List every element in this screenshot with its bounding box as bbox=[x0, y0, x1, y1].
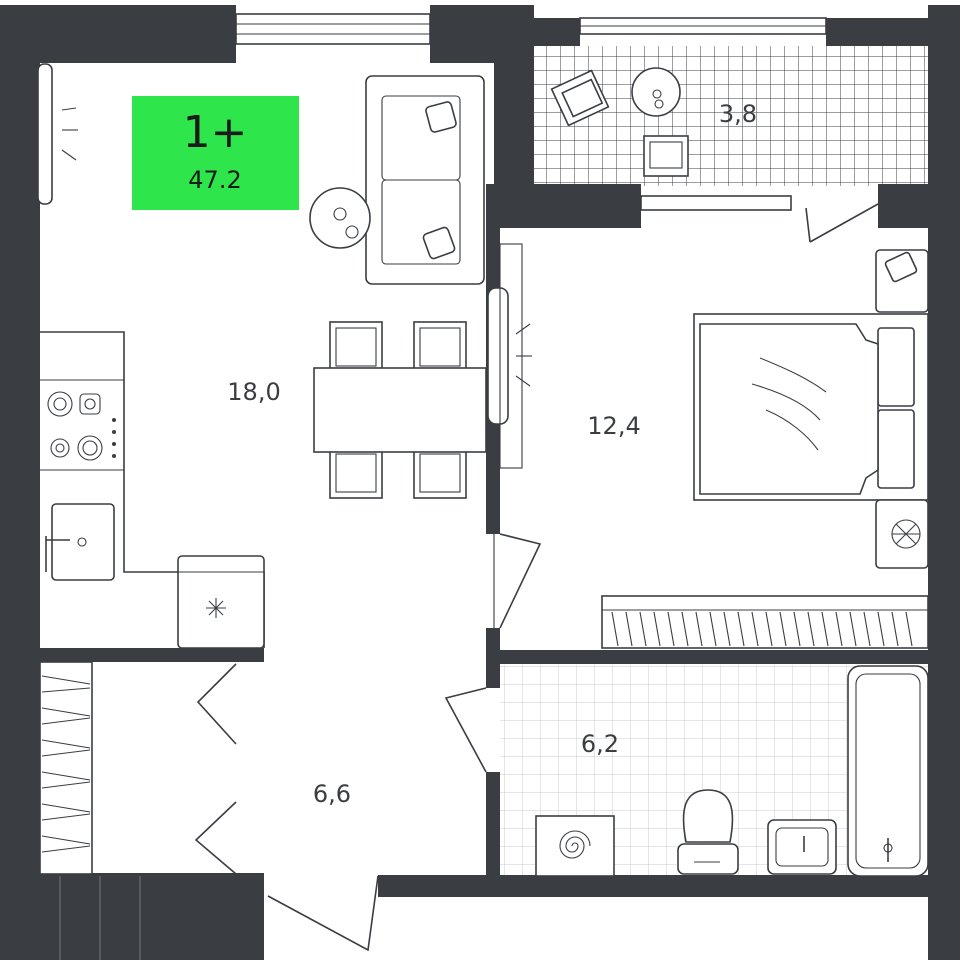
badge-rooms: 1+ bbox=[183, 107, 248, 158]
tv-console-icon bbox=[499, 243, 523, 469]
balcony-chair-2-icon bbox=[643, 135, 689, 177]
bedroom-area: 12,4 bbox=[587, 412, 640, 440]
dining-table-icon bbox=[313, 321, 487, 499]
tv-icon bbox=[487, 287, 532, 425]
hallway-area: 6,6 bbox=[313, 780, 351, 808]
nightstand-icon bbox=[875, 249, 929, 569]
kitchen-sink-icon bbox=[45, 503, 115, 581]
window-living-top bbox=[235, 13, 431, 45]
walls bbox=[0, 5, 960, 960]
bathtub-icon bbox=[847, 665, 929, 877]
bed-icon bbox=[693, 313, 929, 501]
balcony-table-icon bbox=[631, 67, 681, 117]
hall-closet-doors-icon bbox=[194, 663, 237, 875]
hall-wardrobe-icon bbox=[39, 661, 93, 875]
stove-icon bbox=[47, 391, 116, 461]
badge-total-area: 47.2 bbox=[188, 166, 241, 194]
washing-machine-icon bbox=[535, 815, 615, 877]
apartment-badge: 1+ 47.2 bbox=[132, 96, 299, 210]
entry-wall-detail bbox=[20, 876, 260, 960]
balcony-chair-icon bbox=[550, 69, 610, 127]
toilet-icon bbox=[677, 789, 739, 875]
wardrobe-icon bbox=[601, 595, 929, 649]
door-bedroom-balcony-icon bbox=[805, 203, 879, 243]
balcony-area: 3,8 bbox=[719, 100, 757, 128]
balcony-tiles bbox=[532, 46, 942, 186]
living-area: 18,0 bbox=[227, 378, 280, 406]
sofa-icon bbox=[365, 75, 485, 285]
window-left-wall bbox=[37, 63, 78, 205]
bathroom-sink-icon bbox=[767, 819, 837, 875]
entrance-door-icon bbox=[267, 875, 379, 952]
door-bathroom-icon bbox=[444, 687, 487, 773]
badge-background bbox=[132, 96, 299, 210]
fridge-icon bbox=[177, 555, 265, 649]
coffee-table-icon bbox=[309, 187, 371, 249]
bathroom-area: 6,2 bbox=[581, 730, 619, 758]
door-bedroom-icon bbox=[493, 533, 542, 629]
window-bedroom-balcony bbox=[640, 195, 792, 211]
window-balcony-top bbox=[579, 17, 827, 35]
